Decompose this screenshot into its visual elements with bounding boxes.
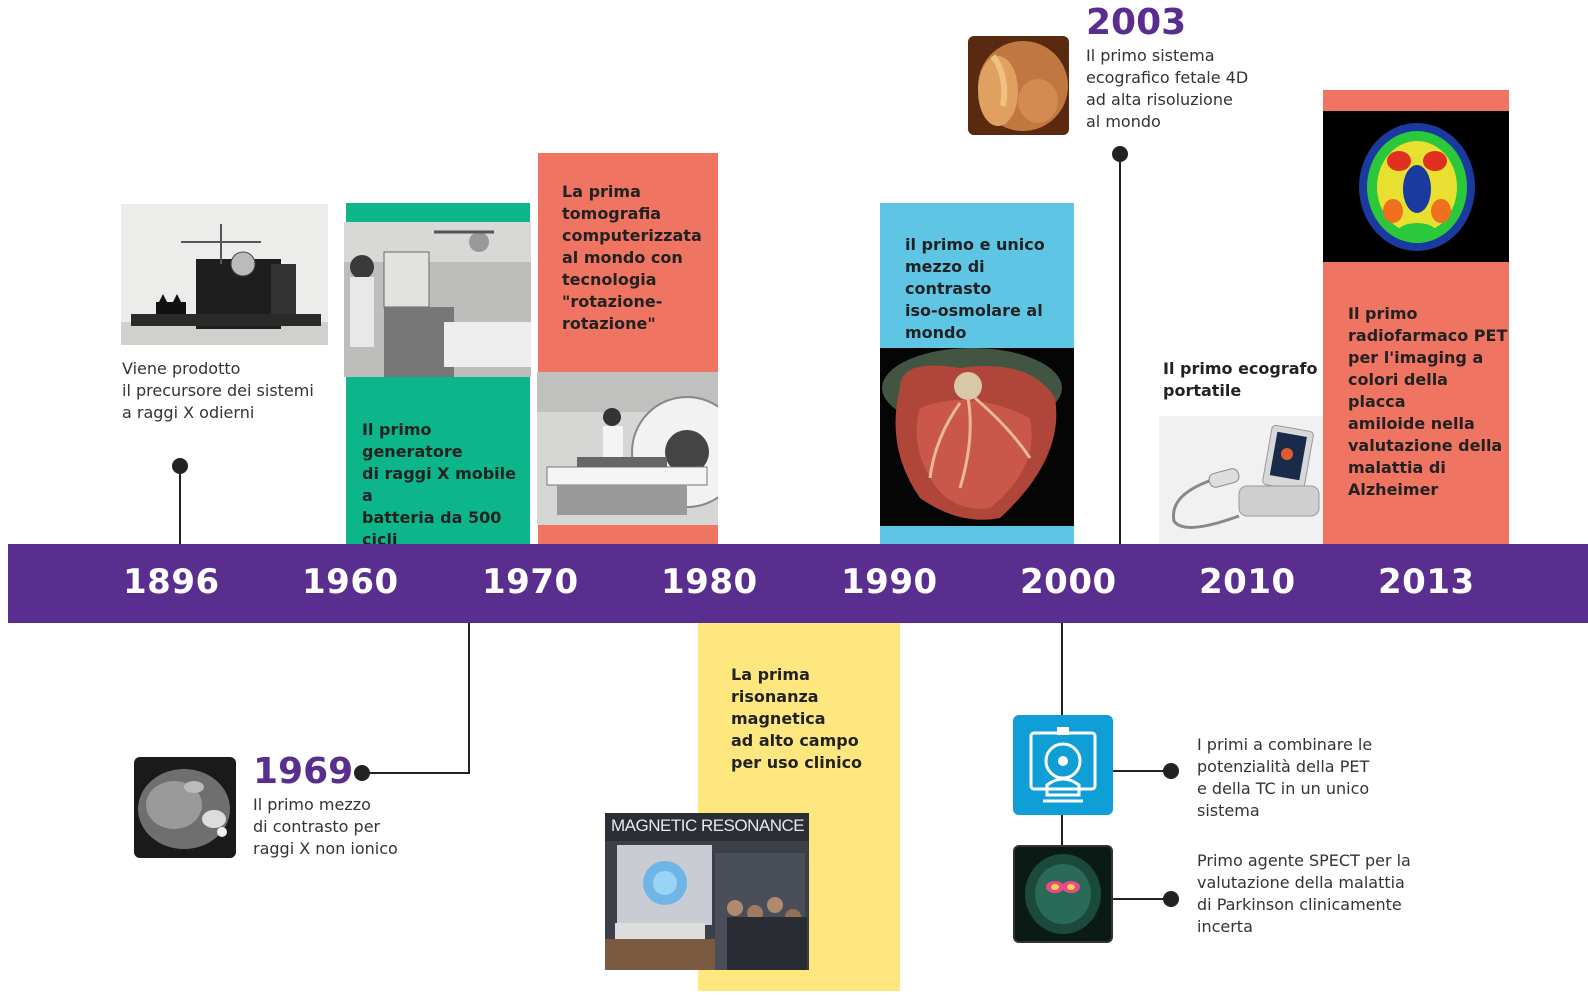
connector-spect-horizontal	[1113, 898, 1171, 900]
connector-1969-horizontal	[362, 772, 470, 774]
timeline-bar	[8, 544, 1588, 623]
xray-precursor-photo	[121, 204, 328, 345]
event-2003-year: 2003	[1086, 2, 1187, 43]
event-2003-text: Il primo sistema ecografico fetale 4D ad…	[1086, 46, 1249, 131]
scanner-icon	[1029, 727, 1097, 803]
event-1970-text: La prima tomografia computerizzata al mo…	[562, 182, 702, 333]
connector-pet-horizontal	[1113, 770, 1171, 772]
year-2010: 2010	[1199, 562, 1296, 602]
connector-dot-spect	[1163, 891, 1179, 907]
event-1990-text: il primo e unico mezzo di contrasto iso-…	[905, 235, 1045, 342]
contrast-ct-scan-photo	[134, 757, 236, 858]
mri-sign-text: MAGNETIC RESONANCE	[611, 816, 805, 835]
year-1896: 1896	[123, 562, 220, 602]
event-1896-text: Viene prodotto il precursore dei sistemi…	[122, 359, 314, 422]
event-2000-pet-text: I primi a combinare le potenzialità dell…	[1197, 735, 1373, 820]
event-2013-text: Il primo radiofarmaco PET per l'imaging …	[1348, 304, 1508, 499]
connector-dot-2003	[1112, 146, 1128, 162]
spect-scan-icon	[1025, 854, 1101, 934]
event-1969-year: 1969	[253, 751, 354, 792]
event-1980-text: La prima risonanza magnetica ad alto cam…	[731, 665, 863, 772]
event-2010-text: Il primo ecografo portatile	[1163, 359, 1318, 400]
ct-scanner-photo	[537, 372, 718, 525]
mobile-xray-photo	[344, 222, 531, 377]
connector-1969-vertical	[468, 623, 470, 774]
year-2013: 2013	[1378, 562, 1475, 602]
connector-dot-1896	[172, 458, 188, 474]
event-1969-text: Il primo mezzo di contrasto per raggi X …	[253, 795, 398, 858]
pet-ct-icon-tile[interactable]	[1013, 715, 1113, 815]
year-1980: 1980	[661, 562, 758, 602]
year-1960: 1960	[302, 562, 399, 602]
spect-image-tile[interactable]	[1013, 845, 1113, 943]
year-1990: 1990	[841, 562, 938, 602]
connector-2003	[1119, 154, 1121, 544]
year-2000: 2000	[1020, 562, 1117, 602]
connector-1896	[179, 466, 181, 544]
event-2000-spect-text: Primo agente SPECT per la valutazione de…	[1197, 851, 1411, 936]
event-1960-text: Il primo generatore di raggi X mobile a …	[362, 420, 516, 549]
pet-amyloid-scan-photo	[1323, 111, 1509, 262]
mri-exhibit-photo: MAGNETIC RESONANCE	[605, 813, 809, 970]
connector-dot-pet	[1163, 763, 1179, 779]
year-1970: 1970	[482, 562, 579, 602]
portable-ultrasound-photo	[1159, 416, 1324, 544]
fetal-4d-ultrasound-photo	[968, 36, 1069, 135]
heart-3d-render-photo	[880, 348, 1074, 526]
connector-dot-1969	[354, 765, 370, 781]
